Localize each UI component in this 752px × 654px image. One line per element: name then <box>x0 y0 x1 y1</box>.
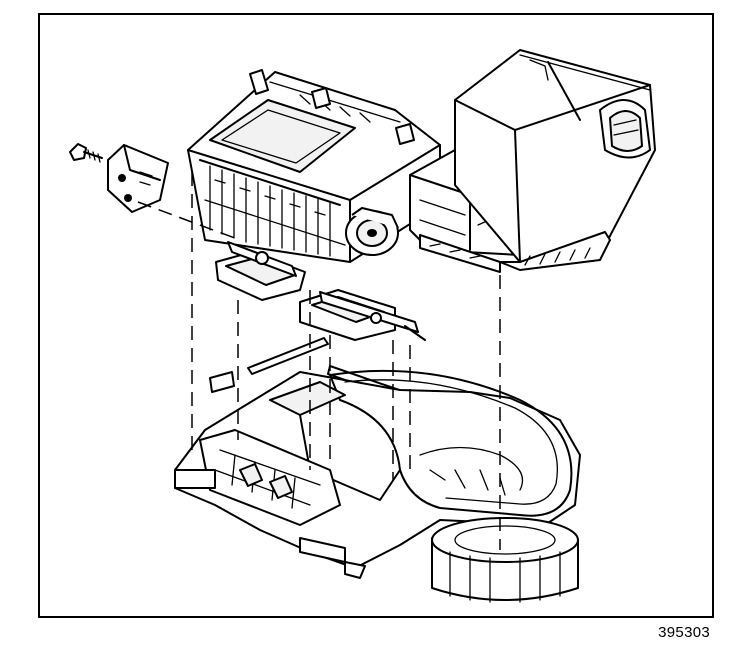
mounting-screw-icon <box>70 144 102 162</box>
actuator-bracket <box>108 145 168 212</box>
figure-number: 395303 <box>658 624 710 641</box>
diagram-frame <box>38 13 714 618</box>
lower-hvac-case <box>175 371 580 602</box>
upper-hvac-case <box>188 50 655 272</box>
alignment-lines <box>192 172 500 550</box>
bracket-alignment-line <box>138 202 240 240</box>
